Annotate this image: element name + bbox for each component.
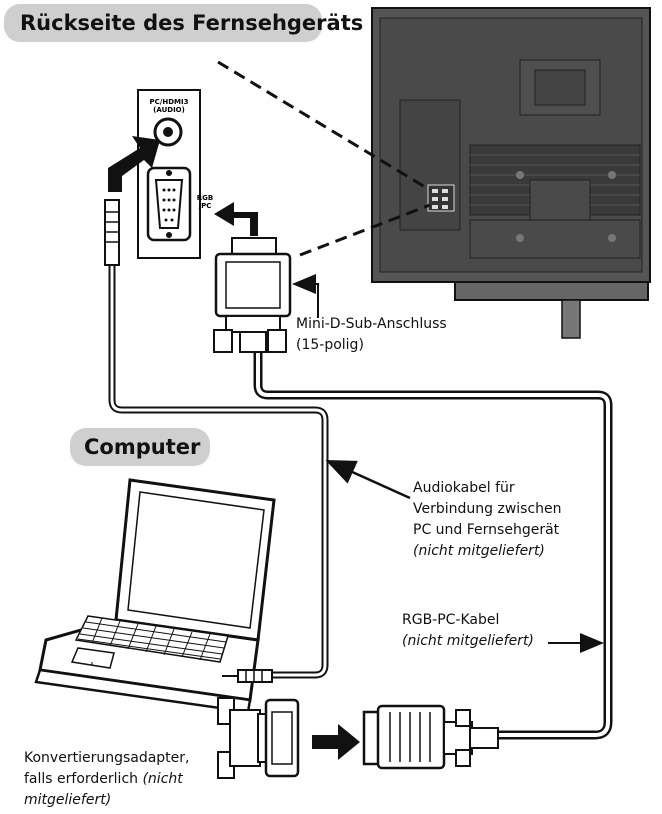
mini-dsub-label-line1: Mini-D-Sub-Anschluss	[296, 316, 447, 332]
pointer-line-top	[217, 60, 431, 192]
audio-jack-icon	[104, 199, 120, 266]
vga-plug-icon	[362, 704, 499, 770]
port-panel: PC/HDMI3 (AUDIO) RGB /PC	[137, 89, 213, 259]
audio-cable	[108, 265, 329, 679]
audio-cable-label: Audiokabel für Verbindung zwischen PC un…	[413, 478, 562, 562]
port-label-rgb-line1: RGB	[197, 194, 213, 202]
laptop-icon	[34, 478, 276, 714]
adapter-label: Konvertierungsadapter, falls erforderlic…	[24, 748, 190, 811]
adapter-label-line3: mitgeliefert)	[24, 792, 112, 808]
port-label-audio-line1: PC/HDMI3	[150, 98, 189, 106]
arrow-icon	[214, 202, 258, 236]
mini-dsub-label: Mini-D-Sub-Anschluss (15-polig)	[296, 314, 447, 356]
arrow-icon	[108, 136, 160, 192]
port-label-rgb-line2: /PC	[199, 202, 212, 210]
rgb-cable-label: RGB-PC-Kabel (nicht mitgeliefert)	[402, 610, 534, 652]
arrow-icon	[312, 724, 360, 760]
mini-dsub-label-line2: (15-polig)	[296, 337, 364, 353]
audio-jack-icon	[222, 669, 273, 683]
port-label-audio-line2: (AUDIO)	[153, 106, 185, 114]
audio-cable-label-line2: Verbindung zwischen	[413, 501, 562, 517]
adapter-label-line2: falls erforderlich (nicht	[24, 771, 183, 787]
audio-cable-label-line3: PC und Fernsehgerät	[413, 522, 560, 538]
pointer-line-bottom	[299, 203, 431, 257]
adapter-icon	[217, 697, 300, 779]
audio-cable-label-line1: Audiokabel für	[413, 480, 515, 496]
rgb-cable-label-line1: RGB-PC-Kabel	[402, 612, 500, 628]
television-icon	[371, 7, 651, 339]
audio-cable-label-line4: (nicht mitgeliefert)	[413, 543, 545, 559]
computer-title: Computer	[70, 428, 210, 466]
rgb-cable	[253, 350, 613, 740]
tv-back-title: Rückseite des Fernsehgeräts	[4, 4, 363, 42]
rgb-cable-label-line2: (nicht mitgeliefert)	[402, 633, 534, 649]
arrow-icon	[292, 274, 319, 318]
arrow-icon	[325, 459, 411, 500]
adapter-label-line1: Konvertierungsadapter,	[24, 750, 190, 766]
vga-plug-icon	[213, 237, 292, 353]
